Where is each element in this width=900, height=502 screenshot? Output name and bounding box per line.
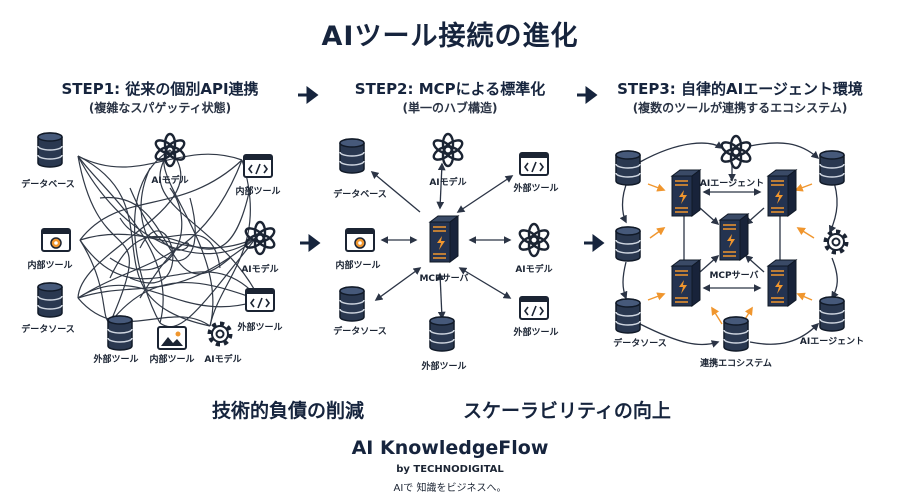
- step1-title: STEP1: 従来の個別API連携: [61, 80, 259, 98]
- label-ai-model: AIモデル: [515, 265, 553, 275]
- label-data-source: データソース: [333, 327, 387, 337]
- step3-title: STEP3: 自律的AIエージェント環境: [617, 80, 863, 98]
- label-external-tool: 外部ツール: [421, 362, 467, 372]
- image-window-icon: [157, 326, 187, 350]
- label-database: データベース: [21, 180, 75, 190]
- server-icon: [719, 213, 749, 261]
- server-icon: [671, 259, 701, 307]
- ecosystem-connections: [619, 141, 839, 348]
- label-ai-agent: AIエージェント: [699, 179, 765, 189]
- database-icon: [429, 316, 455, 352]
- arrow-right-icon: [577, 86, 598, 104]
- database-icon: [37, 132, 63, 168]
- database-icon: [339, 138, 365, 174]
- ai-model-icon: [430, 132, 466, 168]
- label-ai-model: AIモデル: [151, 176, 189, 186]
- label-data-source: データソース: [613, 339, 667, 349]
- database-icon: [37, 282, 63, 318]
- database-icon: [339, 286, 365, 322]
- gear-icon: [210, 324, 230, 344]
- arrow-right-icon: [584, 234, 605, 252]
- benefit-scalability: スケーラビリティの向上: [463, 400, 671, 422]
- server-icon: [671, 169, 701, 217]
- ai-model-icon: [718, 134, 754, 170]
- brand-tagline: AIで 知識をビジネスへ。: [393, 483, 507, 494]
- label-internal-tool: 内部ツール: [149, 355, 195, 365]
- gear-icon: [826, 232, 846, 252]
- ai-model-icon: [516, 222, 552, 258]
- code-window-icon: [243, 154, 273, 178]
- label-external-tool: 外部ツール: [513, 328, 559, 338]
- code-window-icon: [519, 152, 549, 176]
- page-title: AIツール接続の進化: [321, 21, 579, 52]
- gear-window-icon: [345, 228, 375, 252]
- server-icon: [767, 259, 797, 307]
- code-window-icon: [245, 288, 275, 312]
- brand-name: AI KnowledgeFlow: [351, 437, 549, 459]
- label-internal-tool: 内部ツール: [27, 261, 73, 271]
- label-data-source: データソース: [21, 325, 75, 335]
- label-external-tool: 外部ツール: [513, 184, 559, 194]
- benefit-reduce-tech-debt: 技術的負債の削減: [212, 400, 365, 422]
- step3-subtitle: (複数のツールが連携するエコシステム): [632, 101, 848, 115]
- step2-subtitle: (単一のハブ構造): [402, 101, 498, 115]
- step2-diagram: データベース AIモデル 外部ツール 内部ツール AIモデル データソース 外部…: [320, 128, 620, 378]
- spaghetti-connections: [77, 149, 261, 328]
- label-ai-model: AIモデル: [429, 178, 467, 188]
- label-database: データベース: [333, 190, 387, 200]
- label-ai-model: AIモデル: [241, 265, 279, 275]
- step1-diagram: データベース AIモデル 内部ツール 内部ツール AIモデル データソース 外部…: [20, 128, 320, 378]
- label-mcp-server: MCPサーバ: [709, 271, 759, 281]
- gear-window-icon: [41, 228, 71, 252]
- database-icon: [615, 150, 641, 186]
- label-internal-tool: 内部ツール: [235, 187, 281, 197]
- label-ai-agent: AIエージェント: [799, 337, 865, 347]
- arrow-right-icon: [298, 86, 319, 104]
- agent-links: [647, 183, 815, 325]
- database-icon: [107, 315, 133, 351]
- arrow-right-icon: [300, 234, 321, 252]
- step1-subtitle: (複雑なスパゲッティ状態): [88, 101, 232, 115]
- database-icon: [723, 316, 749, 352]
- server-icon: [429, 215, 459, 263]
- label-external-tool: 外部ツール: [237, 323, 283, 333]
- label-ecosystem: 連携エコシステム: [700, 359, 772, 369]
- label-external-tool: 外部ツール: [93, 355, 139, 365]
- database-icon: [615, 226, 641, 262]
- step2-title: STEP2: MCPによる標準化: [354, 80, 546, 98]
- code-window-icon: [519, 296, 549, 320]
- label-mcp-server: MCPサーバ: [419, 274, 469, 284]
- step3-diagram: AIエージェント MCPサーバ データソース 連携エコシステム AIエージェント: [600, 128, 900, 378]
- label-internal-tool: 内部ツール: [335, 261, 381, 271]
- label-ai-model: AIモデル: [204, 355, 242, 365]
- database-icon: [615, 298, 641, 334]
- brand-byline: by TECHNODIGITAL: [396, 464, 504, 475]
- database-icon: [819, 296, 845, 332]
- server-icon: [767, 169, 797, 217]
- database-icon: [819, 150, 845, 186]
- hub-connections: [370, 162, 514, 320]
